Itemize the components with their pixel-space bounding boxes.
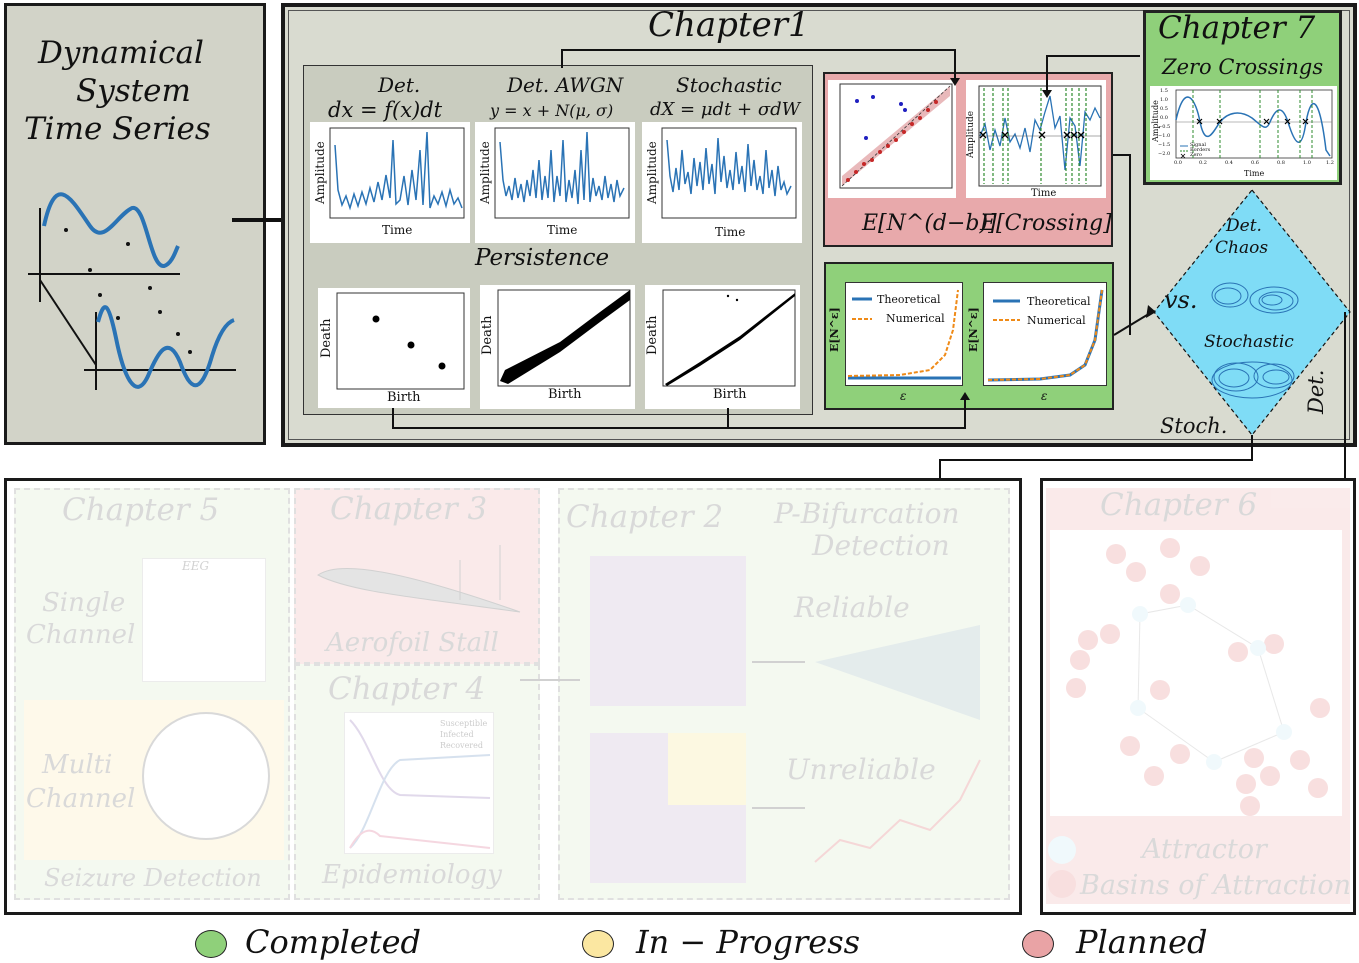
bifurcation-map-bottom-yellow: [668, 733, 746, 805]
legend-planned-label: Planned: [1076, 926, 1207, 958]
chapter5-single-1: Single: [42, 590, 125, 616]
chapter5-footer: Seizure Detection: [44, 866, 262, 890]
chapter5-multi-1: Multi: [42, 752, 112, 778]
epidemic-legend-1: Susceptible: [440, 720, 487, 728]
eeg-plot: [142, 558, 266, 682]
legend-completed-swatch: [195, 930, 227, 958]
chapter5-multi-2: Channel: [26, 786, 135, 812]
legend-planned-swatch: [1022, 930, 1054, 958]
pbif-line2: Detection: [812, 532, 950, 560]
chapter4-title: Chapter 4: [328, 674, 485, 705]
legend-in-progress-swatch: [582, 930, 614, 958]
bifurcation-map-top: [590, 556, 746, 706]
chapter6-footer-1: Attractor: [1142, 836, 1267, 863]
scalp-map: [142, 712, 270, 840]
chapter3-footer: Aerofoil Stall: [326, 630, 499, 656]
epidemic-legend-2: Infected: [440, 731, 474, 739]
chapter6-title: Chapter 6: [1100, 490, 1257, 521]
chapter3-title: Chapter 3: [330, 494, 487, 525]
reliable-label: Reliable: [794, 594, 910, 622]
pbif-line1: P-Bifurcation: [774, 500, 960, 528]
chapter6-footer-2: Basins of Attraction: [1080, 872, 1351, 899]
legend-completed-label: Completed: [245, 926, 421, 958]
network-plot: [1050, 530, 1342, 816]
chapter2-title: Chapter 2: [566, 502, 723, 533]
epidemic-legend-3: Recovered: [440, 742, 483, 750]
legend-in-progress-label: In − Progress: [636, 926, 860, 958]
chapter5-single-2: Channel: [26, 622, 135, 648]
chapter5-title: Chapter 5: [62, 495, 219, 526]
unreliable-label: Unreliable: [786, 756, 936, 784]
eeg-label: EEG: [182, 560, 209, 572]
chapter4-footer: Epidemiology: [322, 862, 502, 888]
